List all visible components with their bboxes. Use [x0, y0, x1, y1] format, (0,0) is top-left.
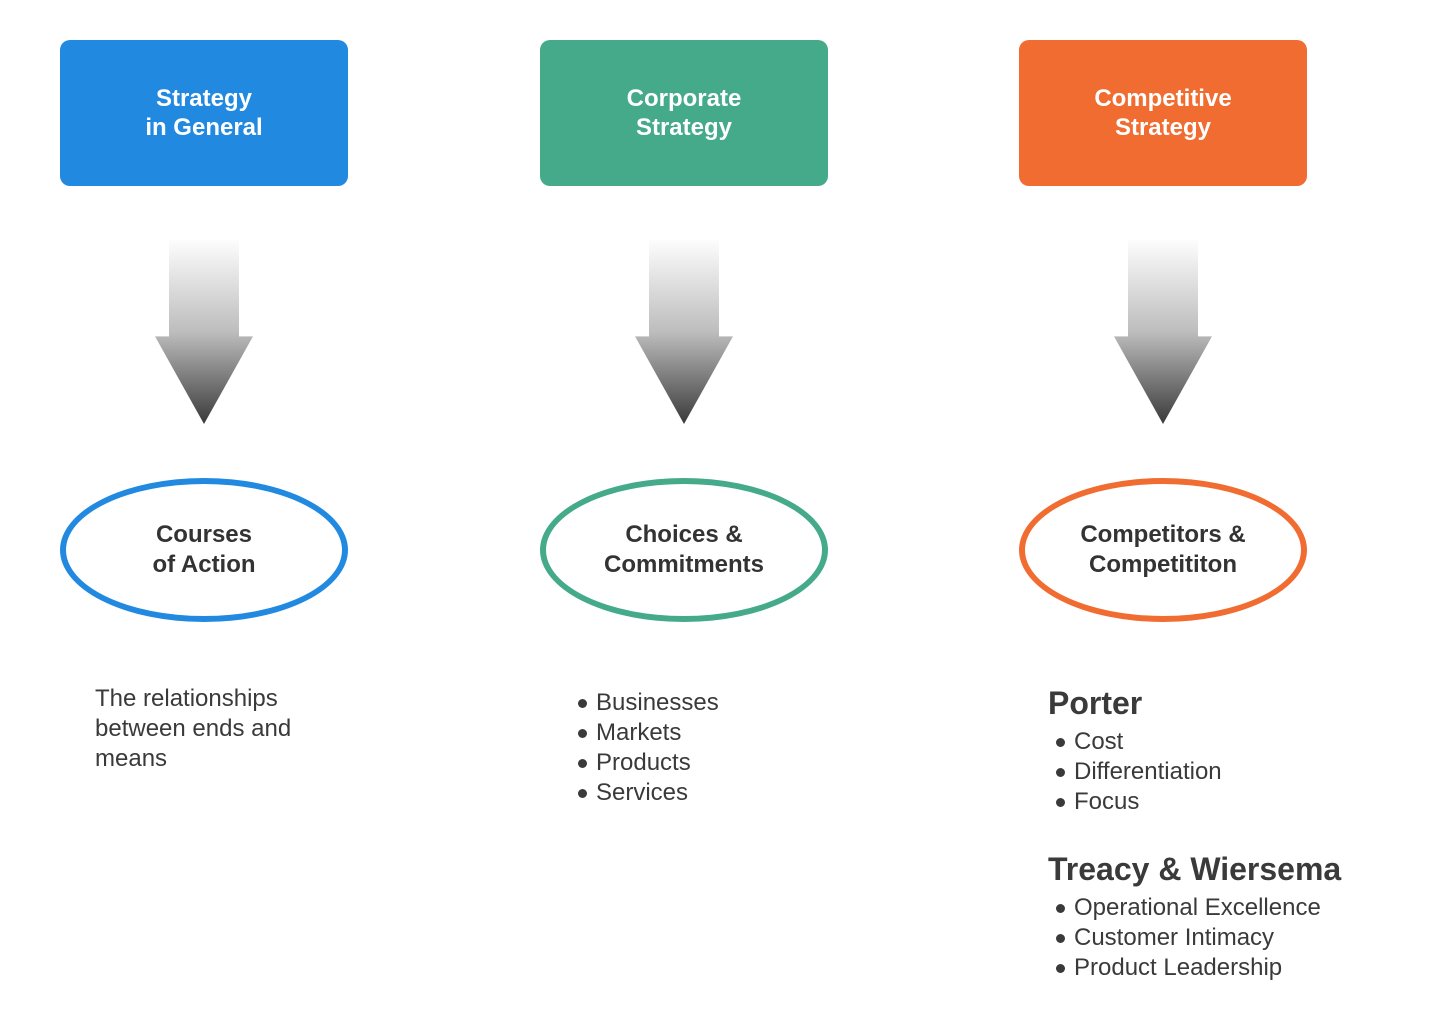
- box-label-line2: in General: [145, 114, 263, 141]
- treacy-wiersema-heading: Treacy & Wiersema: [1048, 851, 1342, 887]
- list-item-label: Businesses: [596, 689, 719, 716]
- bullet-icon: [1056, 963, 1065, 973]
- ellipse-label-line1: Competitors &: [1080, 521, 1246, 548]
- competitive-strategy-sections: Porter Cost Differentiation Focus Treacy…: [1048, 684, 1408, 983]
- bullet-icon: [1056, 767, 1065, 777]
- down-arrow-icon: [635, 240, 733, 424]
- list-item: Focus: [1056, 787, 1408, 817]
- list-item-label: Product Leadership: [1074, 954, 1283, 981]
- list-item-label: Markets: [596, 719, 682, 746]
- courses-of-action-ellipse: Courses of Action: [60, 478, 348, 622]
- down-arrow-icon: [1114, 240, 1212, 424]
- corporate-strategy-list: Businesses Markets Products Services: [578, 688, 719, 808]
- list-item: Cost: [1056, 727, 1408, 757]
- box-label-line2: Strategy: [635, 114, 733, 141]
- strategy-in-general-box: Strategy in General: [60, 40, 348, 186]
- list-item-label: Operational Excellence: [1074, 894, 1321, 921]
- list-item: Businesses: [578, 688, 719, 718]
- porter-list: Cost Differentiation Focus: [1056, 727, 1408, 817]
- list-item-label: Products: [596, 749, 691, 776]
- bullet-icon: [578, 758, 587, 768]
- list-item: Customer Intimacy: [1056, 923, 1408, 953]
- corporate-strategy-box: Corporate Strategy: [540, 40, 828, 186]
- bullet-icon: [1056, 797, 1065, 807]
- choices-commitments-ellipse: Choices & Commitments: [540, 478, 828, 622]
- competitive-strategy-box: Competitive Strategy: [1019, 40, 1307, 186]
- list-item: Differentiation: [1056, 757, 1408, 787]
- list-item-label: Cost: [1074, 728, 1124, 755]
- list-item: Services: [578, 778, 719, 808]
- ellipse-label-line1: Courses: [155, 521, 253, 548]
- list-item: Product Leadership: [1056, 953, 1408, 983]
- bullet-icon: [578, 788, 587, 798]
- list-item: Products: [578, 748, 719, 778]
- list-item: Markets: [578, 718, 719, 748]
- bullet-icon: [1056, 737, 1065, 747]
- list-item-label: Focus: [1074, 788, 1140, 815]
- bullet-icon: [1056, 903, 1065, 913]
- box-label-line1: Strategy: [155, 85, 253, 112]
- list-item: Operational Excellence: [1056, 893, 1408, 923]
- list-item-label: Differentiation: [1074, 758, 1222, 785]
- ellipse-label-line2: of Action: [152, 551, 256, 578]
- box-label-line2: Strategy: [1114, 114, 1212, 141]
- list-item-label: Customer Intimacy: [1074, 924, 1275, 951]
- box-label-line1: Competitive: [1094, 85, 1232, 112]
- ellipse-label-line1: Choices &: [625, 521, 743, 548]
- porter-heading: Porter: [1048, 685, 1143, 721]
- bullet-icon: [578, 728, 587, 738]
- box-label-line1: Corporate: [626, 85, 742, 112]
- competitors-competition-ellipse: Competitors & Competititon: [1019, 478, 1307, 622]
- ellipse-label-line2: Commitments: [603, 551, 765, 578]
- list-item-label: Services: [596, 779, 689, 806]
- treacy-wiersema-list: Operational Excellence Customer Intimacy…: [1056, 893, 1408, 983]
- ellipse-label-line2: Competititon: [1089, 551, 1237, 578]
- down-arrow-icon: [155, 240, 253, 424]
- bullet-icon: [1056, 933, 1065, 943]
- bullet-icon: [578, 698, 587, 708]
- general-strategy-description: The relationships between ends and means: [95, 685, 292, 772]
